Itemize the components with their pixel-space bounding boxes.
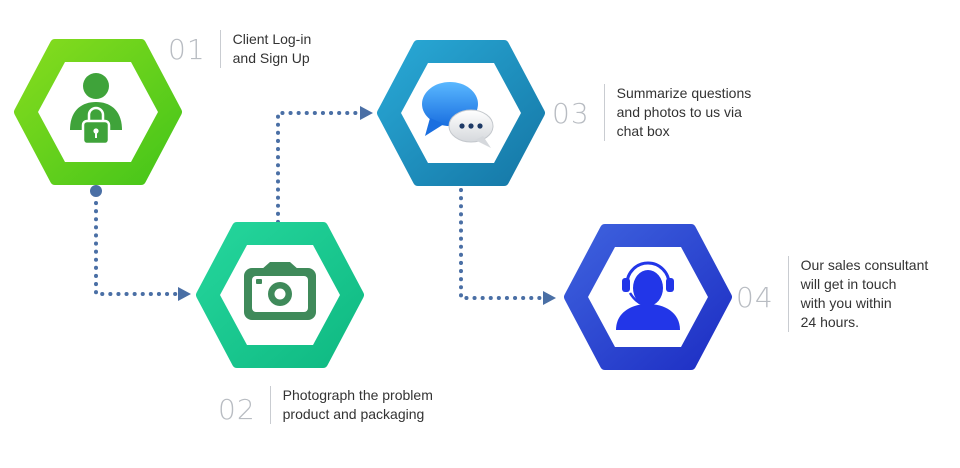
step-2-hexagon <box>196 222 364 368</box>
step-4-number: 04 <box>736 281 774 314</box>
step-3-caption: 03 Summarize questions and photos to us … <box>552 84 751 141</box>
step-4-caption: 04 Our sales consultant will get in touc… <box>736 256 928 332</box>
step-2-divider <box>269 386 271 424</box>
step-1-caption: 01 Client Log-in and Sign Up <box>168 30 311 68</box>
connector-start-dot <box>90 185 102 197</box>
arrow-head-to-step-4 <box>543 291 556 305</box>
step-4-divider <box>787 256 789 332</box>
arrow-head-to-step-2 <box>178 287 191 301</box>
headset-agent-icon <box>616 261 680 330</box>
step-2-number: 02 <box>218 393 256 426</box>
arrow-head-to-step-3 <box>360 106 373 120</box>
step-3-description: Summarize questions and photos to us via… <box>616 85 752 139</box>
step-2-description: Photograph the problem product and packa… <box>282 387 433 422</box>
step-2-caption: 02 Photograph the problem product and pa… <box>218 386 433 424</box>
step-1-divider <box>219 30 221 68</box>
camera-icon <box>244 262 316 320</box>
step-4-hexagon <box>564 224 732 370</box>
step-3-divider <box>603 84 605 141</box>
chat-bubbles-icon <box>422 82 494 148</box>
user-lock-icon <box>70 73 122 146</box>
connector-3-to-4 <box>459 188 545 300</box>
step-4-description: Our sales consultant will get in touch w… <box>800 257 929 330</box>
step-3-hexagon <box>377 40 545 186</box>
step-1-number: 01 <box>168 33 206 66</box>
step-1-hexagon <box>14 39 182 185</box>
step-3-number: 03 <box>552 97 590 130</box>
connector-1-to-2 <box>94 201 180 296</box>
connector-2-to-3 <box>276 111 362 224</box>
step-1-description: Client Log-in and Sign Up <box>232 31 312 66</box>
